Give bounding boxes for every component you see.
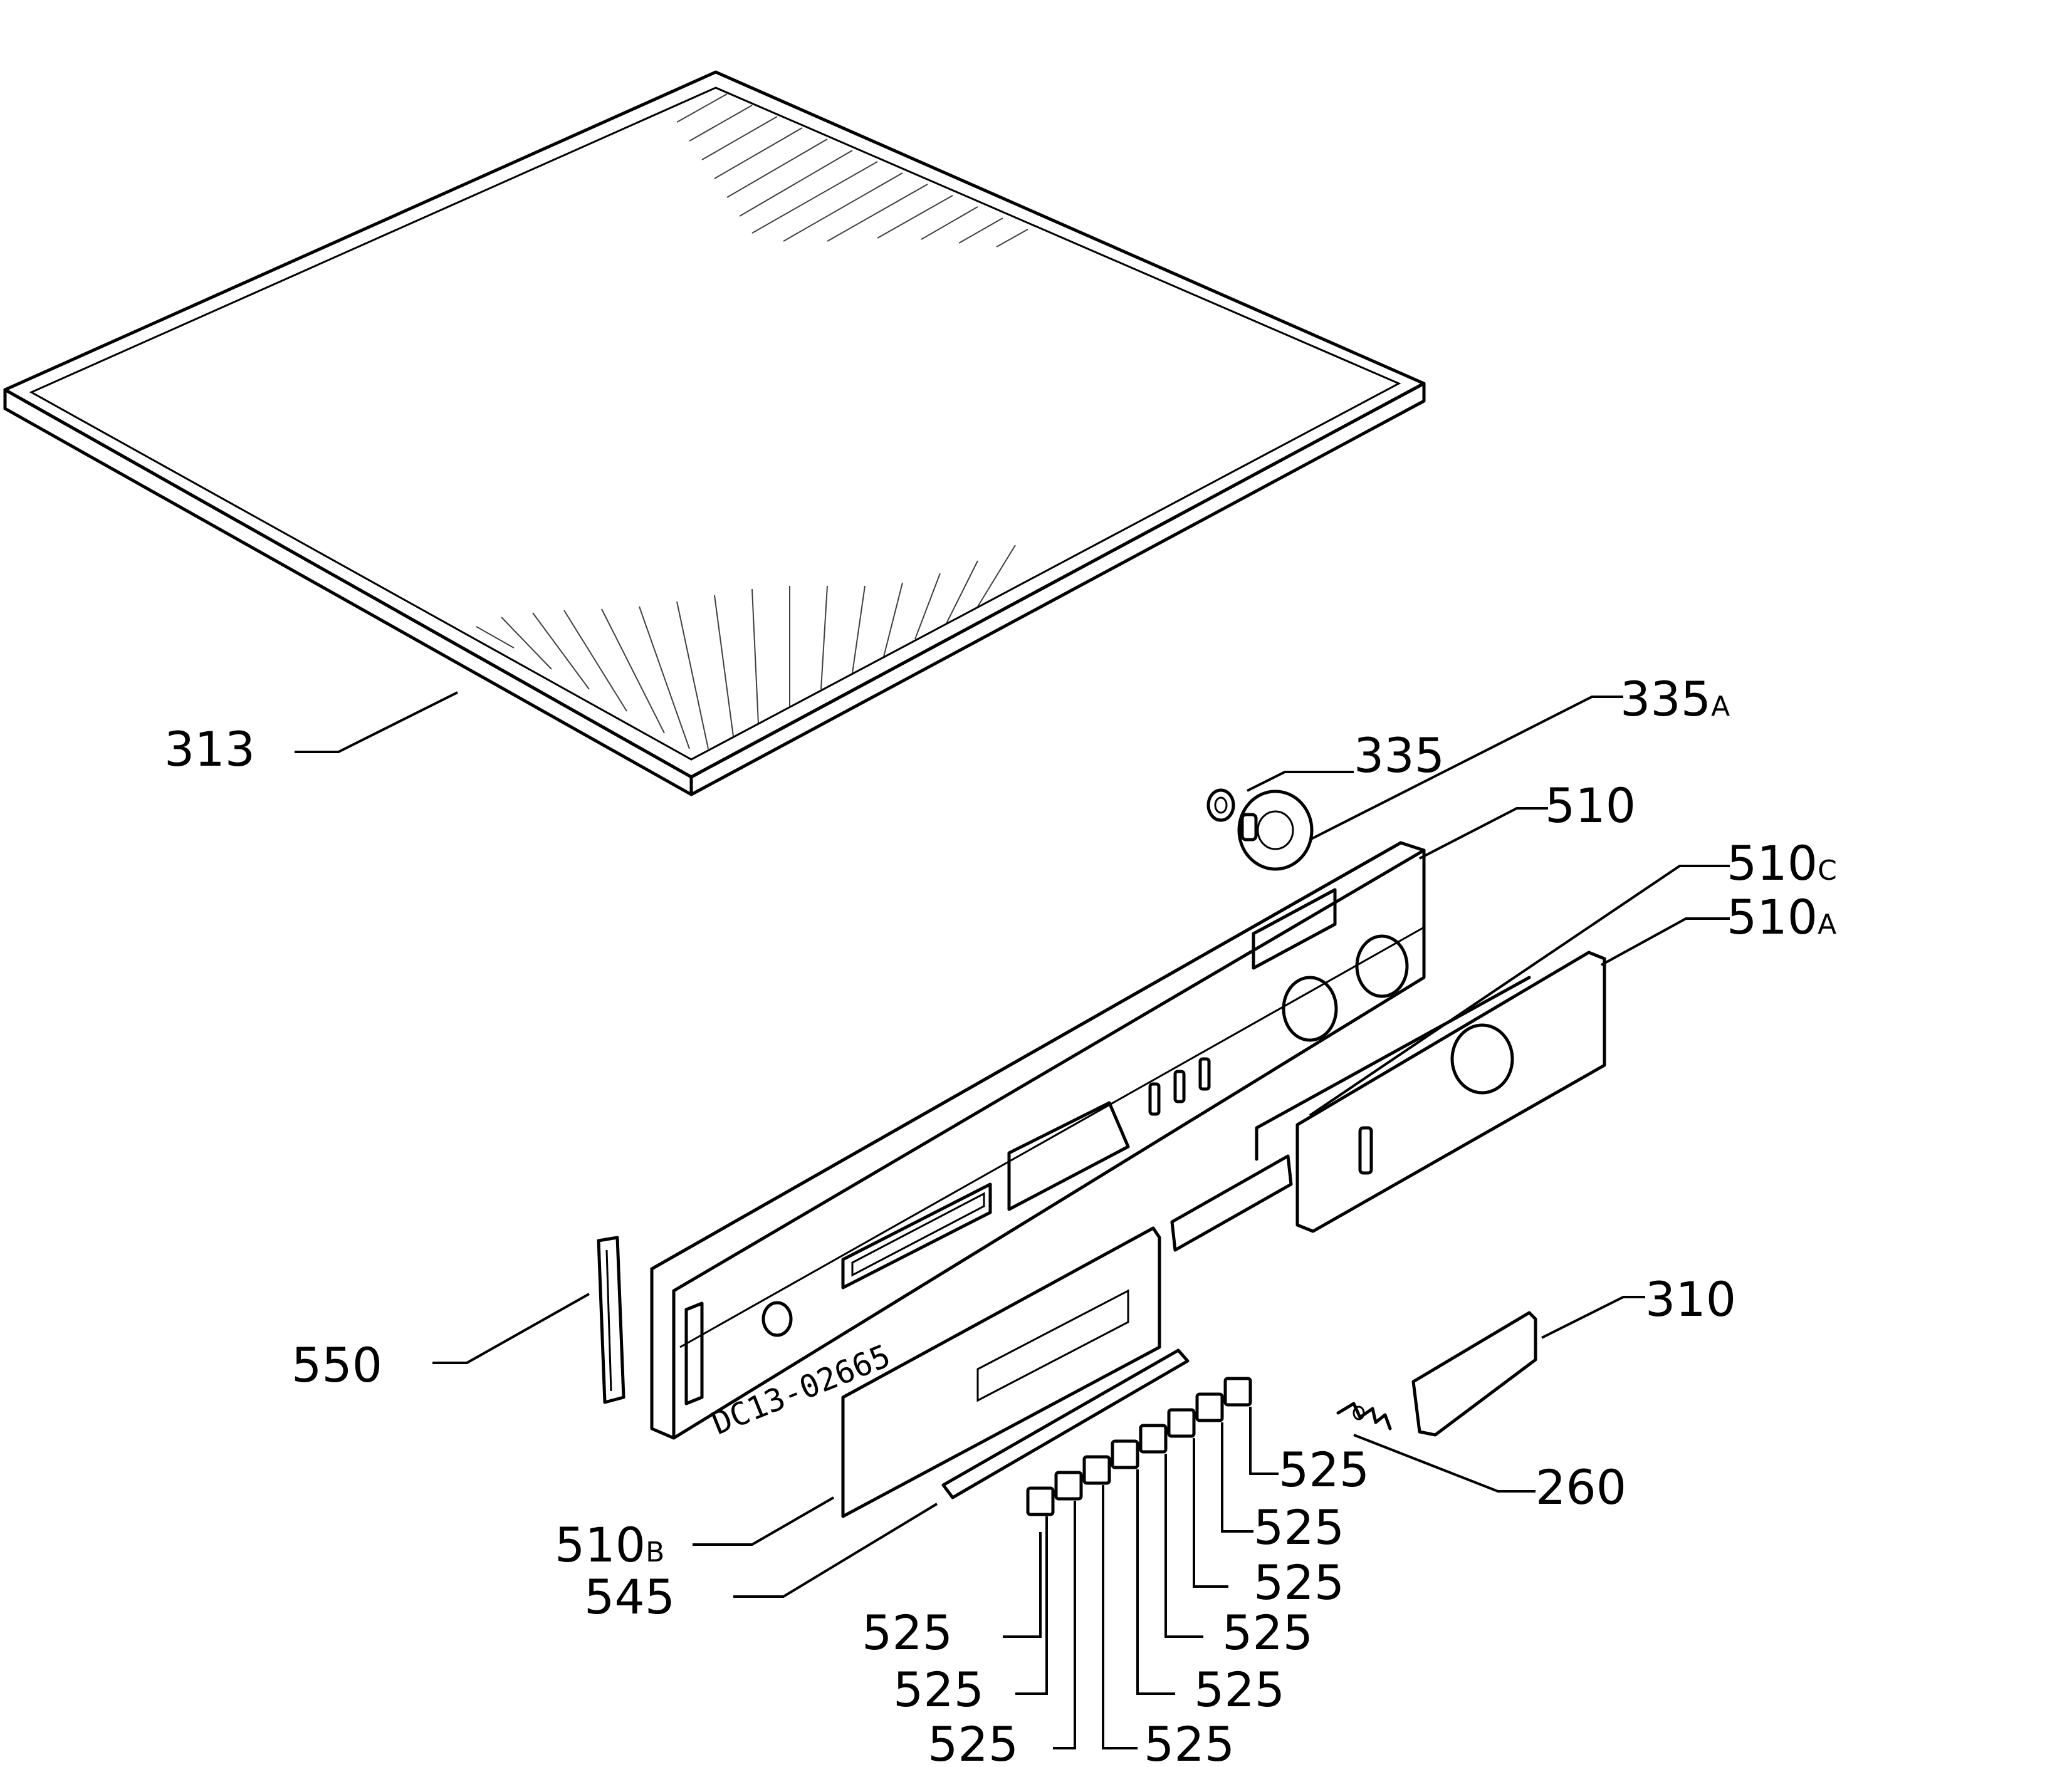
cover-plate-knob-hole xyxy=(1450,1023,1514,1095)
leader-313 xyxy=(295,691,458,753)
push-button-2 xyxy=(1054,1471,1083,1501)
label-525-6: 525 xyxy=(1144,1716,1235,1767)
push-button-5 xyxy=(1139,1424,1168,1454)
right-cover-plate: 510A xyxy=(1295,889,1836,1233)
front-fascia: 510B xyxy=(555,1226,1161,1573)
knob-ring xyxy=(1206,788,1235,822)
control-panel: DC13-02665 510 xyxy=(650,778,1636,1442)
label-545: 545 xyxy=(584,1569,675,1625)
push-buttons: 525 525 525 525 525 525 525 525 525 xyxy=(862,1377,1369,1767)
knob-disc xyxy=(1237,790,1314,871)
cover-hatching-top xyxy=(676,93,1028,248)
leader-260 xyxy=(1353,1434,1536,1493)
top-cover-panel: 313 xyxy=(3,70,1426,796)
panel-led-3 xyxy=(1198,1057,1211,1091)
push-button-1 xyxy=(1026,1486,1055,1516)
push-button-8 xyxy=(1223,1377,1252,1407)
panel-window-left xyxy=(684,1301,704,1405)
label-525-4: 525 xyxy=(1222,1605,1313,1660)
label-525-7: 525 xyxy=(928,1716,1018,1767)
leader-550 xyxy=(432,1293,590,1364)
label-550: 550 xyxy=(291,1337,382,1393)
label-525-1: 525 xyxy=(1279,1442,1369,1498)
panel-led-1 xyxy=(1148,1082,1161,1116)
label-510a: 510A xyxy=(1727,889,1836,945)
leader-510b xyxy=(693,1496,834,1546)
cover-plate-slot xyxy=(1358,1126,1373,1175)
panel-knob-hole-1 xyxy=(1282,976,1338,1042)
label-313: 313 xyxy=(164,721,255,777)
push-button-3 xyxy=(1082,1455,1111,1485)
leader-310 xyxy=(1541,1296,1645,1339)
push-button-4 xyxy=(1111,1439,1139,1469)
knob-assembly: 335 335A xyxy=(1206,671,1730,871)
label-525-8: 525 xyxy=(893,1662,984,1717)
small-bar xyxy=(1170,1154,1293,1252)
leader-545 xyxy=(733,1503,938,1598)
label-510b: 510B xyxy=(555,1517,664,1573)
label-310: 310 xyxy=(1645,1271,1736,1327)
panel-small-knob-hole xyxy=(761,1301,793,1337)
label-525-5: 525 xyxy=(1194,1662,1285,1717)
side-trim-strip: 550 xyxy=(291,1236,625,1404)
label-510c: 510C xyxy=(1727,835,1837,891)
leader-510a xyxy=(1601,917,1730,966)
panel-center-recess xyxy=(1007,1101,1130,1211)
leader-510 xyxy=(1419,807,1548,860)
panel-display-slot xyxy=(841,1182,992,1290)
label-525-3: 525 xyxy=(1253,1555,1344,1610)
label-260: 260 xyxy=(1536,1459,1626,1515)
spring-clip: 260 xyxy=(1336,1402,1626,1515)
leader-335a xyxy=(1309,696,1623,841)
panel-led-2 xyxy=(1173,1070,1186,1103)
panel-marking: DC13-02665 xyxy=(707,1338,896,1442)
leader-335 xyxy=(1247,771,1354,792)
panel-inner-strip: 510C xyxy=(1255,835,1837,1161)
small-cover-block: 310 xyxy=(1411,1271,1736,1437)
label-510: 510 xyxy=(1545,778,1636,833)
label-335a: 335A xyxy=(1620,671,1730,727)
label-525-2: 525 xyxy=(1253,1499,1344,1555)
push-button-7 xyxy=(1195,1392,1224,1422)
cover-hatching-bottom xyxy=(476,545,1016,749)
panel-knob-hole-2 xyxy=(1355,934,1409,998)
push-button-6 xyxy=(1167,1408,1196,1438)
label-525-9: 525 xyxy=(862,1605,953,1660)
leader-510c xyxy=(1309,865,1730,1117)
label-335: 335 xyxy=(1354,727,1445,783)
rod: 545 xyxy=(584,1348,1190,1625)
